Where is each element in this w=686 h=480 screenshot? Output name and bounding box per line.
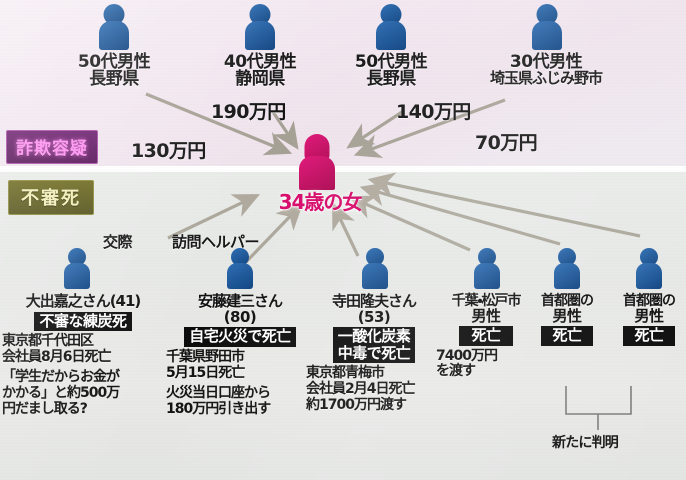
- victim-column-4: 千葉・松戸市 男性 死亡 7400万円 を渡す: [436, 294, 536, 380]
- victim-cause-badge: 不審な練炭死: [34, 311, 132, 332]
- female-person-icon: [296, 134, 338, 192]
- victim-icon-4: [472, 248, 502, 289]
- victim-age: (53): [357, 307, 391, 326]
- victim-cause-badge: 死亡: [541, 326, 593, 346]
- sender-amount-3: 140万円: [396, 101, 471, 123]
- victim-name: 大出嘉之さん(41): [25, 292, 142, 310]
- victim-note: 「学生だからお金が かかる」と約500万 円だまし取る?: [2, 369, 120, 417]
- suspicious-death-badge: 不審死: [8, 180, 94, 215]
- fraud-suspicion-badge: 詐欺容疑: [6, 130, 98, 164]
- victim-icon-3: [360, 248, 390, 289]
- newly-found-bracket: [565, 386, 632, 430]
- arrow-victim-6: [367, 172, 641, 238]
- sender-line1: 30代男性: [509, 52, 583, 72]
- sender-line1: 50代男性: [354, 52, 428, 72]
- sender-amount-4: 70万円: [475, 132, 538, 154]
- victim-detail: 東京都青梅市 会社員2月4日死亡 約1700万円渡す: [306, 365, 415, 413]
- victim-detail: 東京都千代田区 会社員8月6日死亡: [2, 333, 111, 365]
- victim-age: (80): [223, 307, 257, 326]
- victim-icon-2: [225, 248, 255, 289]
- arrow-victim-4: [347, 195, 471, 252]
- victim-column-5: 首都圏の 男性 死亡: [524, 294, 610, 346]
- sender-icon-2: [243, 4, 277, 50]
- victim-cause-badge: 死亡: [459, 326, 513, 346]
- sender-icon-4: [530, 4, 564, 50]
- sender-line1: 50代男性: [77, 52, 151, 72]
- victim-column-2: 安藤建三さん (80) 自宅火災で死亡 千葉県野田市 5月15日死亡 火災当日口…: [166, 292, 314, 418]
- victim-age: 男性: [634, 306, 664, 325]
- victim-icon-6: [634, 248, 664, 289]
- victim-age: 男性: [552, 306, 582, 325]
- arrow-victim-3: [332, 201, 360, 257]
- sender-label-4: 30代男性 埼玉県ふじみ野市: [470, 52, 622, 88]
- newly-found-label: 新たに判明: [552, 435, 619, 451]
- arrow-victim-5: [359, 182, 561, 246]
- victim-name: 千葉・松戸市: [451, 293, 522, 309]
- sender-icon-1: [97, 4, 131, 50]
- victim-age: 男性: [471, 306, 501, 325]
- victim-note: 火災当日口座から 180万円引き出す: [166, 385, 271, 417]
- arrow-victim-1: [167, 194, 261, 240]
- victim-icon-1: [62, 248, 92, 289]
- sender-label-3: 50代男性 長野県: [333, 52, 449, 90]
- sender-amount-2: 190万円: [211, 101, 286, 123]
- sender-amount-1: 130万円: [131, 140, 206, 162]
- sender-label-2: 40代男性 静岡県: [202, 52, 318, 90]
- sender-line2: 静岡県: [235, 69, 285, 90]
- victim-column-3: 寺田隆夫さん (53) 一酸化炭素 中毒で死亡 東京都青梅市 会社員2月4日死亡…: [306, 292, 442, 413]
- victim-cause-badge: 死亡: [623, 326, 675, 346]
- sender-line2: 長野県: [89, 69, 139, 90]
- sender-line2: 長野県: [366, 69, 416, 90]
- victim-detail: 千葉県野田市 5月15日死亡: [166, 348, 245, 381]
- sender-line1: 40代男性: [223, 52, 297, 72]
- victim-cause-badge: 一酸化炭素 中毒で死亡: [332, 327, 416, 364]
- victim-name: 安藤建三さん: [197, 292, 283, 310]
- victim-detail: 7400万円 を渡す: [436, 347, 498, 380]
- victim-column-6: 首都圏の 男性 死亡: [606, 294, 686, 346]
- victim-cause-badge: 自宅火災で死亡: [184, 327, 296, 347]
- arrow-victim-2: [244, 202, 304, 264]
- sender-icon-3: [374, 4, 408, 50]
- suspect-label: 34歳の女: [278, 190, 363, 214]
- sender-label-1: 50代男性 長野県: [56, 52, 172, 90]
- arrow-sender-1: [145, 92, 293, 156]
- victim-name: 首都圏の: [541, 293, 594, 309]
- victim-icon-5: [552, 248, 582, 289]
- victim-name: 首都圏の: [623, 293, 676, 309]
- arrow-sender-2: [271, 111, 299, 150]
- arrow-sender-4: [353, 98, 506, 158]
- relation-label-helper: 訪問ヘルパー: [172, 233, 260, 251]
- sender-line2: 埼玉県ふじみ野市: [489, 69, 603, 88]
- victim-name: 寺田隆夫さん: [331, 292, 417, 310]
- victim-column-1: 大出嘉之さん(41) 不審な練炭死 東京都千代田区 会社員8月6日死亡 「学生だ…: [2, 292, 164, 417]
- relation-label-dating: 交際: [103, 233, 133, 251]
